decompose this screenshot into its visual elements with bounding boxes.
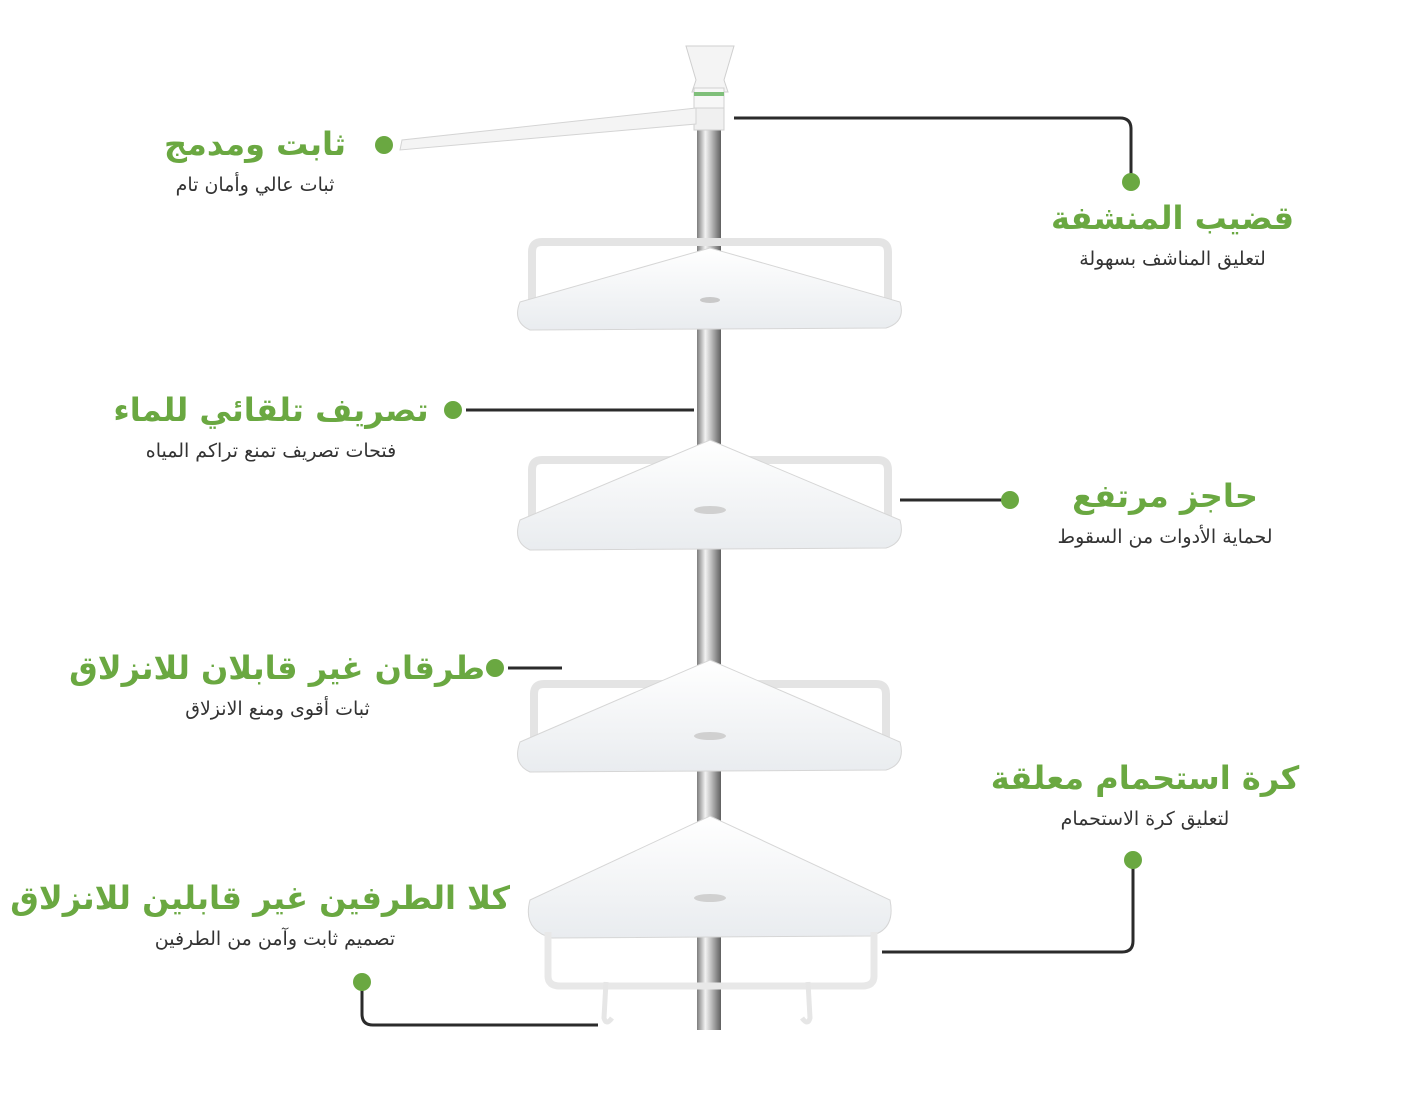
callout-dot xyxy=(444,401,462,419)
feature-subtitle: ثبات عالي وأمان تام xyxy=(175,174,335,196)
feature-title: طرقان غير قابلان للانزلاق xyxy=(69,649,485,687)
feature-subtitle: ثبات أقوى ومنع الانزلاق xyxy=(185,698,370,720)
feature-title: حاجز مرتفع xyxy=(1072,477,1258,515)
callout-dot xyxy=(353,973,371,991)
shelf-1 xyxy=(517,238,902,331)
feature-high-barrier: حاجز مرتفع لحماية الأدوات من السقوط xyxy=(1020,476,1310,550)
callout-dot xyxy=(375,136,393,154)
feature-subtitle: فتحات تصريف تمنع تراكم المياه xyxy=(145,440,397,462)
shelf-3 xyxy=(517,659,902,773)
callout-dot xyxy=(1124,851,1142,869)
feature-title: ثابت ومدمج xyxy=(163,125,347,163)
feature-both-ends-non-slip: كلا الطرفين غير قابلين للانزلاق تصميم ثا… xyxy=(10,878,510,952)
feature-subtitle: تصميم ثابت وآمن من الطرفين xyxy=(154,928,396,950)
callout-dot xyxy=(1122,173,1140,191)
feature-title: كرة استحمام معلقة xyxy=(990,759,1300,797)
top-cap xyxy=(399,45,735,151)
shelf-4 xyxy=(527,815,892,1025)
feature-title: قضيب المنشفة xyxy=(1050,199,1295,237)
callout-lines xyxy=(360,116,1135,1027)
feature-non-slip-ends: طرقان غير قابلان للانزلاق ثبات أقوى ومنع… xyxy=(69,648,485,722)
callout-dots xyxy=(353,136,1142,991)
feature-subtitle: لتعليق كرة الاستحمام xyxy=(1060,808,1230,830)
shelf-2 xyxy=(517,439,902,551)
feature-title: تصريف تلقائي للماء xyxy=(113,391,429,429)
feature-title: كلا الطرفين غير قابلين للانزلاق xyxy=(10,879,510,917)
feature-bath-ball: كرة استحمام معلقة لتعليق كرة الاستحمام xyxy=(985,758,1305,832)
feature-subtitle: لحماية الأدوات من السقوط xyxy=(1057,526,1273,548)
feature-subtitle: لتعليق المناشف بسهولة xyxy=(1079,248,1266,270)
callout-dot xyxy=(1001,491,1019,509)
feature-towel-bar: قضيب المنشفة لتعليق المناشف بسهولة xyxy=(1020,198,1325,272)
feature-stable-compact: ثابت ومدمج ثبات عالي وأمان تام xyxy=(140,124,370,198)
feature-water-drainage: تصريف تلقائي للماء فتحات تصريف تمنع تراك… xyxy=(96,390,446,464)
callout-dot xyxy=(486,659,504,677)
